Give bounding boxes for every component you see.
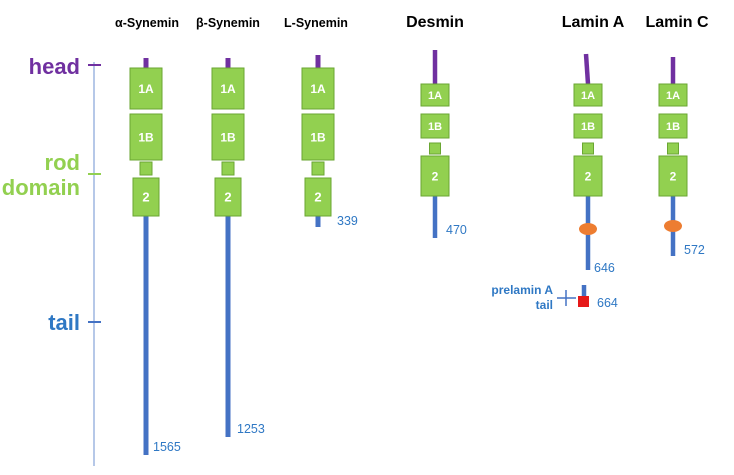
end-residue-lamin-a: 646 — [594, 261, 615, 275]
protein-title-lamin-a: Lamin A — [561, 14, 625, 31]
lamin-c-segment-1b-label: 1B — [666, 121, 680, 133]
lamin-c-segment-2-label: 2 — [670, 169, 677, 183]
lamin-a-segment-2-label: 2 — [585, 169, 592, 183]
lamin-a-segment-1b-label: 1B — [581, 121, 595, 133]
lamin-c-linker — [667, 142, 679, 155]
end-residue-lamin-c: 572 — [684, 243, 705, 257]
lamin-c-segment-1a-label: 1A — [666, 90, 680, 102]
lamin-a-nls-node — [579, 223, 597, 235]
end-residue-l-synemin: 339 — [337, 214, 358, 228]
protein-title-l-synemin: L-Synemin — [284, 16, 348, 30]
prelamin-a-tail-label-line2: tail — [535, 298, 553, 312]
desmin-segment-1b-label: 1B — [428, 121, 442, 133]
beta-synemin-segment-2-label: 2 — [224, 190, 231, 205]
protein-title-alpha-synemin: α-Synemin — [115, 16, 179, 30]
lamin-a-head — [583, 53, 591, 85]
alpha-synemin-segment-1a — [129, 67, 163, 110]
beta-synemin-segment-1b-label: 1B — [220, 130, 236, 144]
l-synemin-segment-2 — [304, 177, 332, 217]
alpha-synemin-segment-1b-label: 1B — [138, 130, 154, 144]
desmin-segment-2-label: 2 — [432, 169, 439, 183]
alpha-synemin-segment-2-label: 2 — [142, 190, 149, 205]
l-synemin-segment-2-label: 2 — [314, 190, 321, 205]
desmin-segment-1a-label: 1A — [428, 90, 442, 102]
lamin-a-segment-1b — [573, 113, 603, 139]
tail-region-label: tail — [48, 310, 80, 335]
beta-synemin-linker — [221, 161, 235, 176]
protein-title-beta-synemin: β-Synemin — [196, 16, 260, 30]
lamin-a-linker — [582, 142, 594, 155]
rod-region-label-line1: rod — [44, 150, 80, 175]
beta-synemin-segment-1b — [211, 113, 245, 161]
lamin-c-segment-1b — [658, 113, 688, 139]
rod-region-label-line2: domain — [1, 175, 80, 200]
alpha-synemin-segment-1a-label: 1A — [138, 82, 154, 96]
prelamin-a-tail-label-line1: prelamin A — [491, 283, 553, 297]
l-synemin-segment-1b-label: 1B — [310, 130, 326, 144]
end-residue-alpha-synemin: 1565 — [153, 440, 181, 454]
lamin-a-segment-2 — [573, 155, 603, 197]
lamin-c-segment-1a — [658, 83, 688, 107]
alpha-synemin-segment-1b — [129, 113, 163, 161]
alpha-synemin-linker — [139, 161, 153, 176]
l-synemin-segment-1a-label: 1A — [310, 82, 326, 96]
l-synemin-linker — [311, 161, 325, 176]
prelamin-a-tail-label: prelamin A tail — [491, 283, 553, 313]
protein-title-desmin: Desmin — [406, 14, 464, 31]
beta-synemin-segment-1a — [211, 67, 245, 110]
protein-schematics: 1A 1B 2 1A 1B 2 1A 1B 2 1A 1B 2 1A 1B 2 1A 1B 2 — [129, 50, 688, 455]
desmin-segment-1a — [420, 83, 450, 107]
lamin-c-segment-2 — [658, 155, 688, 197]
end-residue-desmin: 470 — [446, 223, 467, 237]
prelamin-a-caax-box — [578, 296, 589, 307]
rod-region-label: rod domain — [2, 150, 80, 200]
l-synemin-segment-1b — [301, 113, 335, 161]
desmin-segment-1b — [420, 113, 450, 139]
lamin-c-nls-node — [664, 220, 682, 232]
l-synemin-segment-1a — [301, 67, 335, 110]
beta-synemin-segment-2 — [214, 177, 242, 217]
end-residue-beta-synemin: 1253 — [237, 422, 265, 436]
head-region-label: head — [28, 54, 80, 79]
lamin-a-segment-1a-label: 1A — [581, 90, 595, 102]
desmin-segment-2 — [420, 155, 450, 197]
beta-synemin-segment-1a-label: 1A — [220, 82, 236, 96]
protein-title-lamin-c: Lamin C — [645, 14, 709, 31]
desmin-linker — [429, 142, 441, 155]
alpha-synemin-segment-2 — [132, 177, 160, 217]
end-residue-prelamin-a: 664 — [597, 296, 618, 310]
lamin-a-segment-1a — [573, 83, 603, 107]
